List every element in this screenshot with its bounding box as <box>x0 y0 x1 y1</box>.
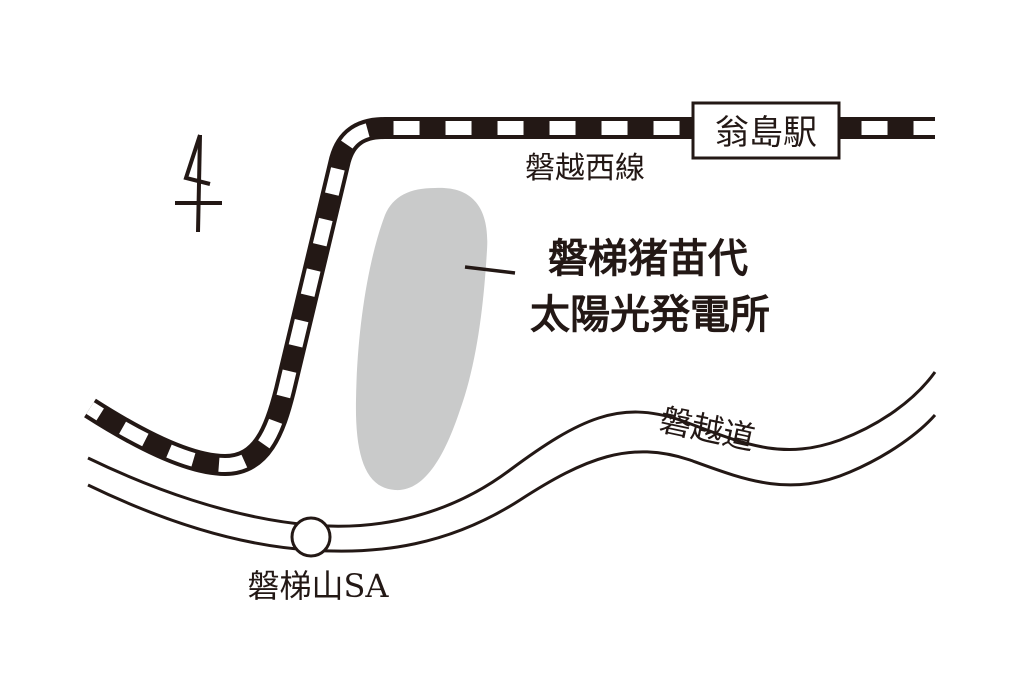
railway-line[interactable] <box>84 117 935 476</box>
facility-label-line1: 磐梯猪苗代 <box>548 236 748 282</box>
railway-label: 磐越西線 <box>525 151 645 186</box>
station-box[interactable]: 翁島駅 <box>691 101 841 160</box>
solar-plant-area[interactable] <box>355 187 488 491</box>
service-area-marker[interactable] <box>290 516 332 558</box>
expressway-label: 磐越道 <box>656 401 758 458</box>
station-label: 翁島駅 <box>715 113 817 153</box>
facility-label-line2: 太陽光発電所 <box>530 292 770 338</box>
service-area-label: 磐梯山SA <box>247 567 389 605</box>
leader-line <box>464 265 516 275</box>
expressway-lower-edge[interactable] <box>87 414 937 553</box>
expressway-upper-edge[interactable] <box>87 371 937 528</box>
railway-dashes <box>86 121 935 473</box>
north-arrow-icon <box>175 134 222 233</box>
